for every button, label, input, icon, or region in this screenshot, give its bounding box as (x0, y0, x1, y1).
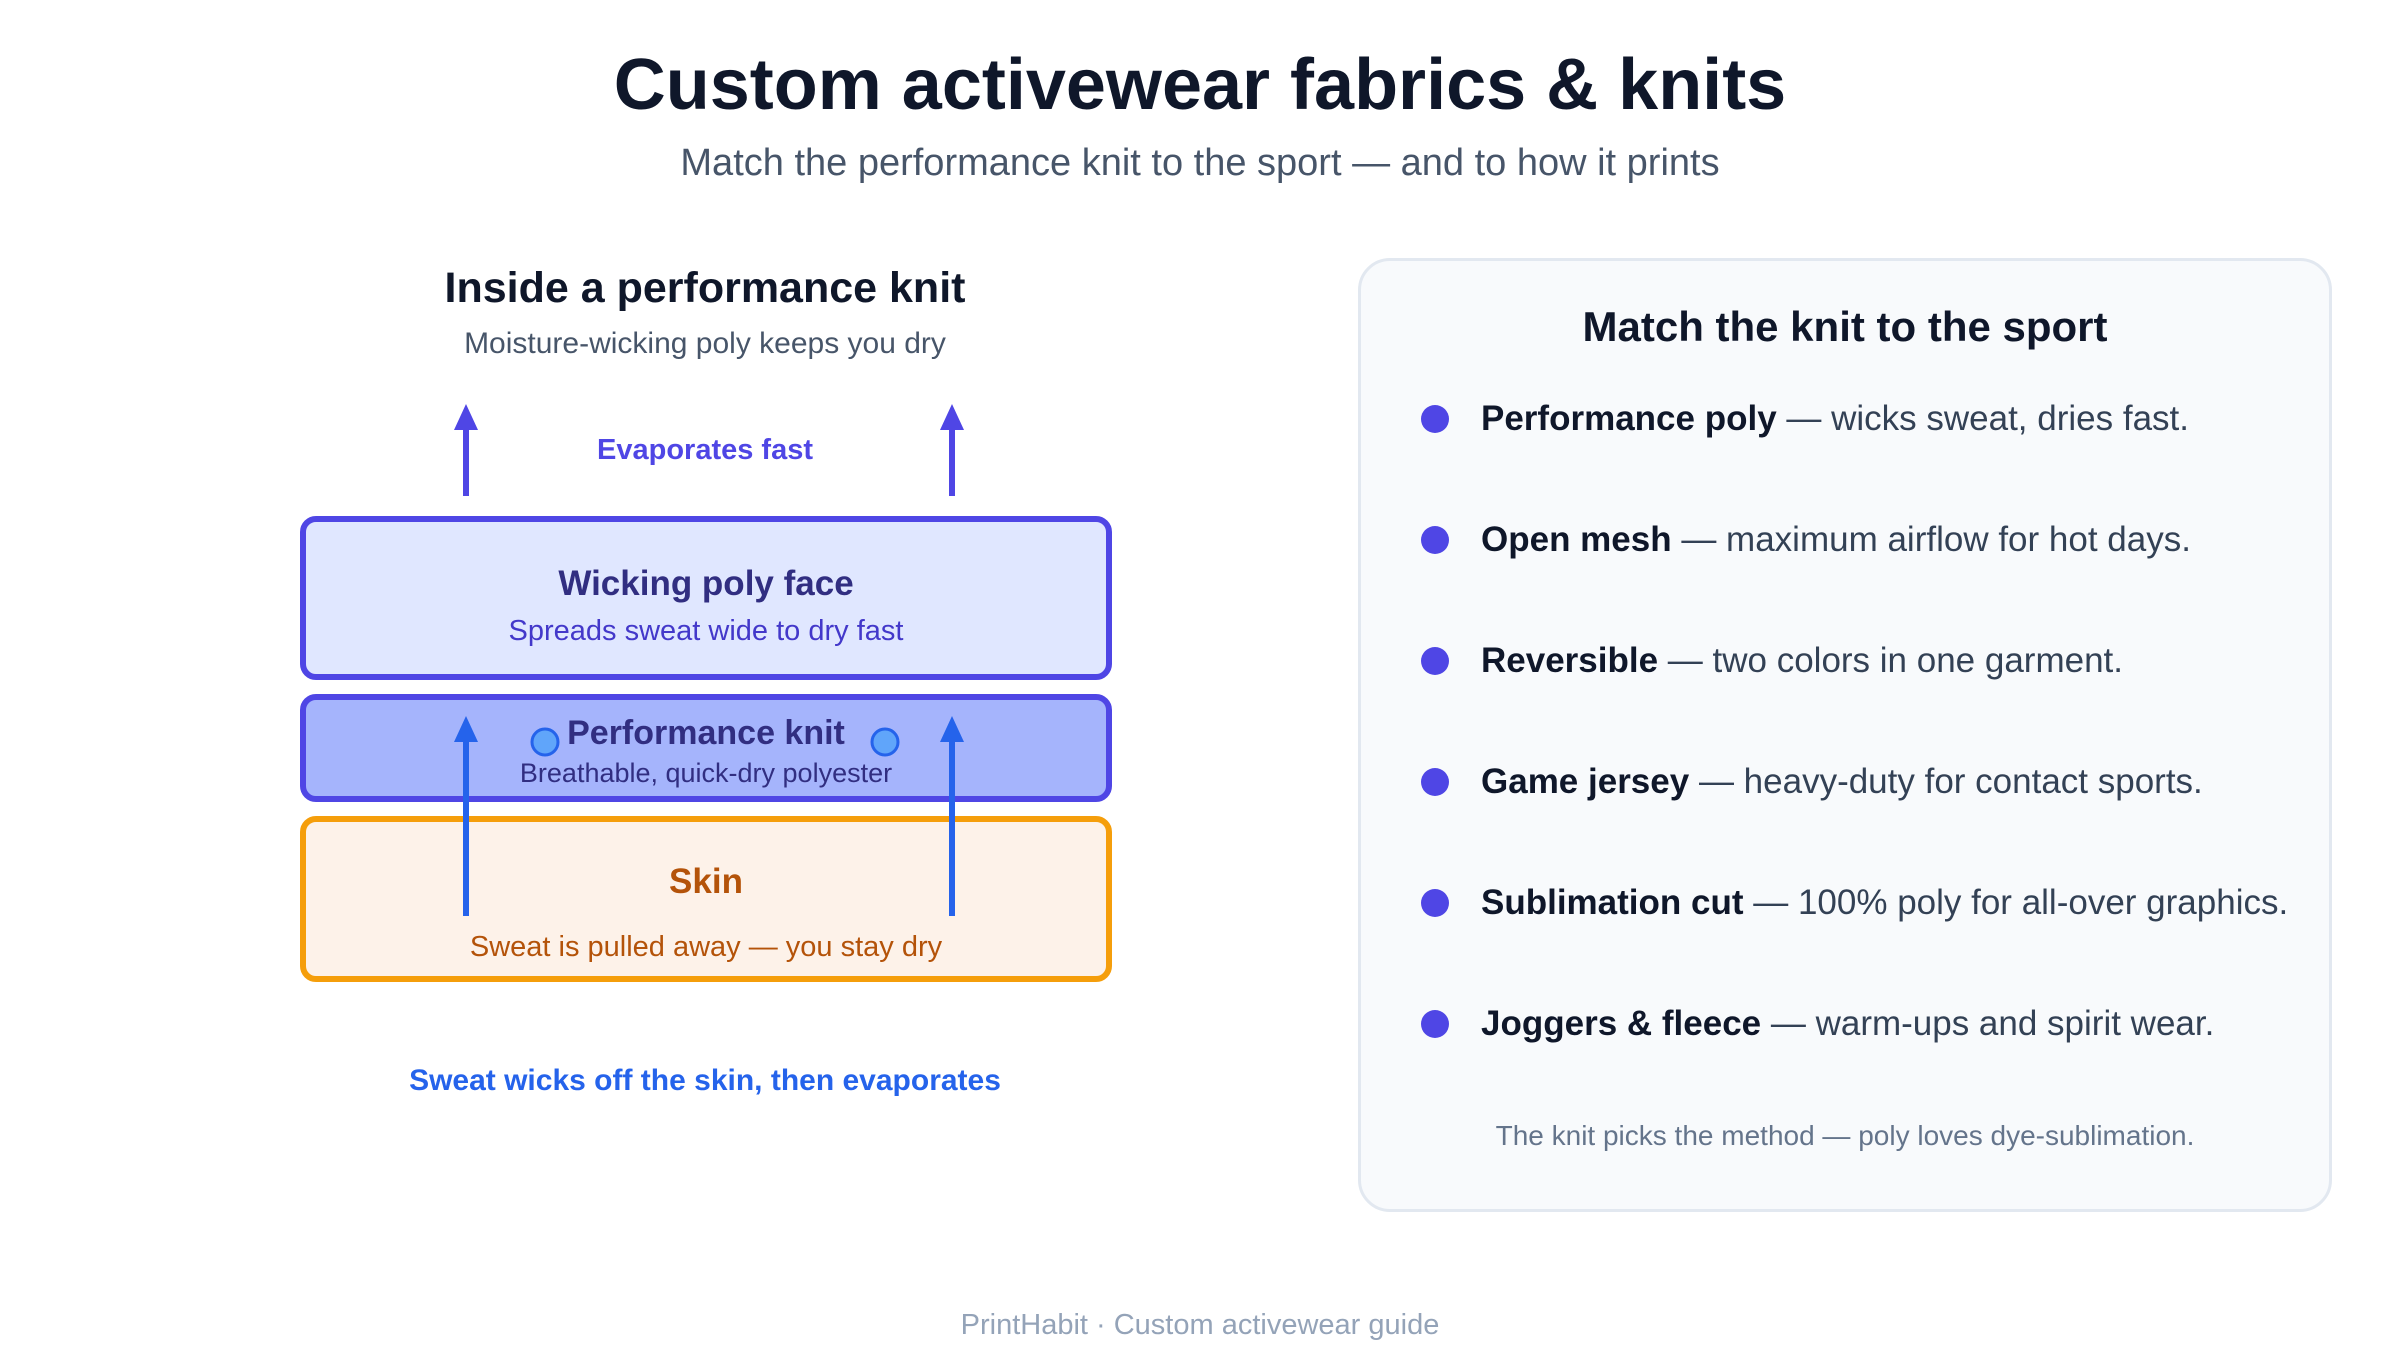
evaporates-label: Evaporates fast (597, 434, 813, 466)
layer-name: Performance knit (567, 714, 845, 752)
item-description: — wicks sweat, dries fast. (1776, 399, 2189, 438)
layer-wicking-face: Wicking poly face Spreads sweat wide to … (300, 516, 1112, 680)
layer-name: Skin (669, 862, 743, 901)
diagram-title: Inside a performance knit (444, 264, 966, 312)
diagram-subtitle: Moisture-wicking poly keeps you dry (464, 327, 946, 360)
bullet-icon (1421, 889, 1449, 917)
card-title: Match the knit to the sport (1582, 303, 2108, 350)
list-item: Reversible — two colors in one garment. (1421, 636, 2123, 686)
bullet-icon (1421, 526, 1449, 554)
item-description: — 100% poly for all-over graphics. (1743, 883, 2289, 922)
item-name: Joggers & fleece (1481, 1004, 1762, 1043)
layer-skin: Skin Sweat is pulled away — you stay dry (300, 816, 1112, 982)
bullet-icon (1421, 1010, 1449, 1038)
layer-description: Sweat is pulled away — you stay dry (469, 931, 943, 963)
wicking-caption: Sweat wicks off the skin, then evaporate… (409, 1064, 1001, 1097)
footer: PrintHabit · Custom activewear guide (960, 1309, 1440, 1341)
layer-performance-knit: Performance knit Breathable, quick-dry p… (300, 694, 1112, 802)
list-item: Joggers & fleece — warm-ups and spirit w… (1421, 999, 2214, 1049)
card-note: The knit picks the method — poly loves d… (1495, 1120, 2195, 1151)
list-item: Sublimation cut — 100% poly for all-over… (1421, 878, 2288, 928)
bullet-icon (1421, 405, 1449, 433)
item-name: Open mesh (1481, 520, 1672, 559)
item-name: Game jersey (1481, 762, 1690, 801)
page-subtitle: Match the performance knit to the sport … (680, 142, 1720, 184)
item-name: Reversible (1481, 641, 1659, 680)
item-name: Performance poly (1481, 399, 1777, 438)
list-item: Open mesh — maximum airflow for hot days… (1421, 515, 2191, 565)
page-title: Custom activewear fabrics & knits (613, 45, 1787, 125)
layer-description: Spreads sweat wide to dry fast (508, 615, 904, 647)
item-description: — two colors in one garment. (1658, 641, 2123, 680)
item-name: Sublimation cut (1481, 883, 1744, 922)
item-description: — heavy-duty for contact sports. (1689, 762, 2203, 801)
item-description: — maximum airflow for hot days. (1671, 520, 2191, 559)
bullet-icon (1421, 768, 1449, 796)
list-item: Performance poly — wicks sweat, dries fa… (1421, 394, 2189, 444)
item-description: — warm-ups and spirit wear. (1761, 1004, 2215, 1043)
bullet-icon (1421, 647, 1449, 675)
knit-sport-card: Match the knit to the sport Performance … (1358, 258, 2332, 1212)
layer-description: Breathable, quick-dry polyester (519, 758, 893, 788)
layer-name: Wicking poly face (558, 564, 854, 603)
list-item: Game jersey — heavy-duty for contact spo… (1421, 757, 2203, 807)
